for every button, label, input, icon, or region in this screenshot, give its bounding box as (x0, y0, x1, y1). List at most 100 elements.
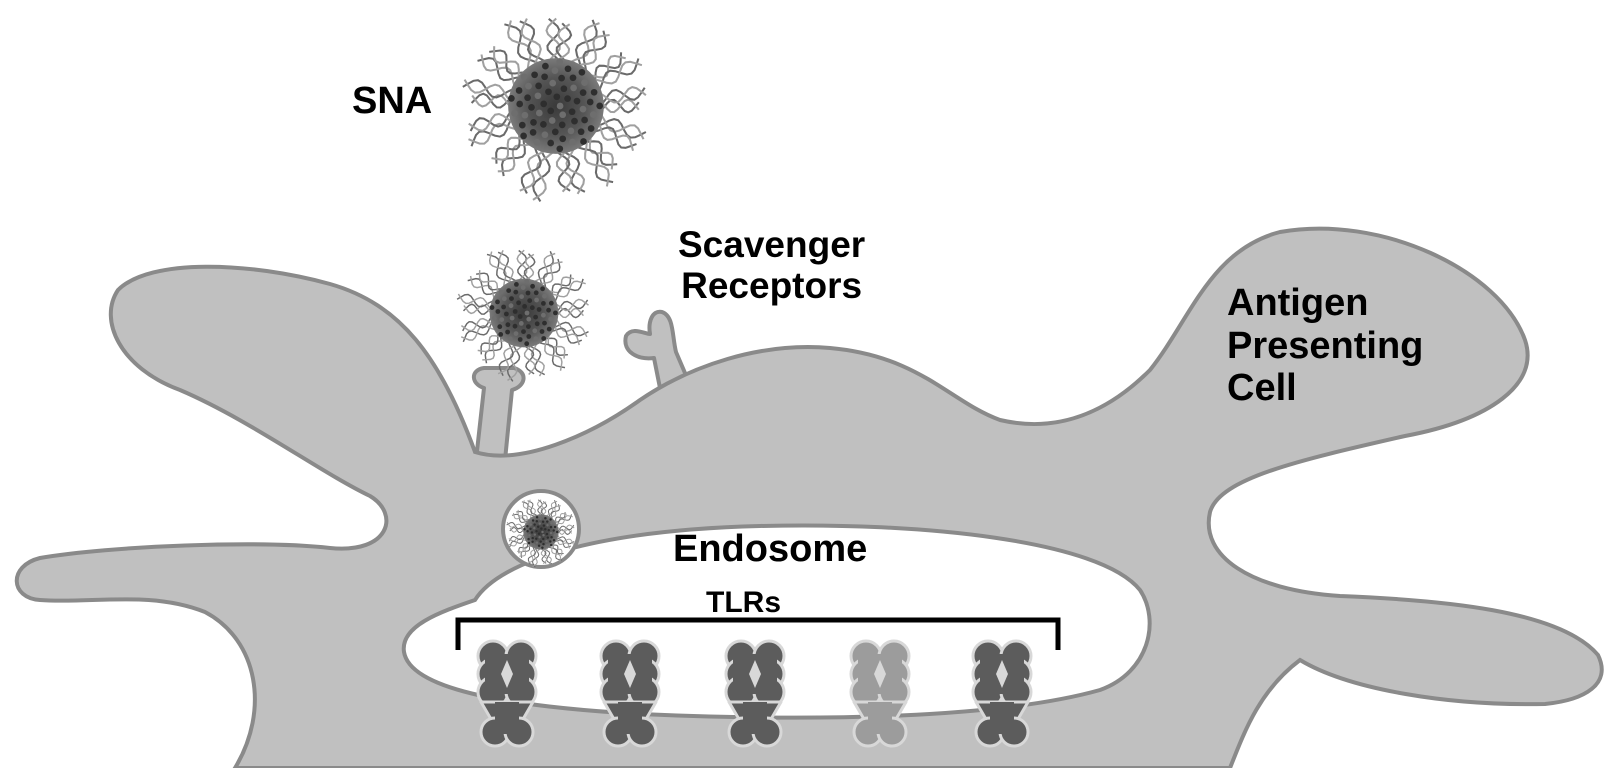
sna-core-texture (549, 525, 553, 529)
tlr-receptor-icon (849, 639, 911, 748)
tlrs-label: TLRs (706, 586, 781, 619)
sna-core-texture (541, 520, 545, 523)
sna-core-texture (535, 529, 538, 533)
sna-core-texture (525, 82, 532, 90)
sna-core-texture (538, 536, 541, 539)
antigen-presenting-cell-label: Antigen Presenting Cell (1227, 282, 1423, 410)
sna-core-texture (558, 121, 566, 129)
sna-core-texture (535, 541, 539, 544)
sna-core-texture (590, 88, 598, 96)
sna-core-texture (541, 514, 544, 517)
sna-core-texture (556, 145, 564, 153)
sna-core-texture (526, 529, 529, 533)
sna-core-texture (564, 65, 572, 73)
sna-core-texture (551, 128, 559, 136)
sna-nanoparticle-icon (456, 249, 589, 382)
sna-core-texture (527, 537, 530, 541)
sna-core-texture (501, 304, 506, 310)
sna-core-texture (508, 95, 515, 102)
sna-core-texture (539, 540, 542, 543)
sna-core-texture (559, 111, 567, 119)
sna-core-texture (505, 322, 511, 328)
sna-core-texture (564, 95, 571, 102)
tlr-receptors (476, 639, 1033, 748)
sna-core-texture (526, 324, 531, 329)
sna-core-texture (540, 100, 548, 108)
sna-core-texture (527, 541, 531, 545)
sna-core-texture (577, 128, 585, 136)
sna-core-texture (535, 519, 539, 523)
sna-core-texture (568, 108, 576, 116)
sna-core-texture (553, 525, 557, 529)
tlr-receptor-icon (599, 639, 661, 748)
sna-core-texture (545, 88, 552, 96)
sna-core-texture (526, 316, 532, 322)
sna-core-texture (521, 329, 526, 334)
sna-core-texture (548, 316, 554, 322)
sna-core-texture (499, 317, 505, 322)
sna-core-texture (560, 85, 568, 93)
sna-core-texture (548, 300, 554, 306)
sna-core-texture (546, 326, 552, 332)
sna-core-texture (542, 62, 549, 70)
sna-core-texture (586, 98, 594, 106)
sna-core-texture (519, 294, 524, 299)
sna-core-texture (495, 299, 500, 305)
sna-core-texture (533, 533, 537, 536)
sna-core-texture (529, 523, 533, 526)
sna-core-texture (513, 289, 519, 295)
apc-label-line3: Cell (1227, 367, 1297, 410)
sna-core-texture (542, 533, 545, 537)
sna-core-texture (567, 127, 575, 135)
sna-core-texture (544, 516, 547, 520)
apc-label-line2: Presenting (1227, 324, 1424, 367)
sna-core-texture (545, 539, 548, 543)
sna-core-texture (532, 544, 536, 547)
sna-core-texture (526, 525, 529, 528)
sna-core-texture (512, 309, 518, 314)
sna-core-texture (580, 138, 587, 145)
sna-core-texture (498, 332, 504, 337)
sna-core-texture (539, 517, 542, 521)
sna-core-texture (489, 305, 495, 310)
sna-core-texture (515, 87, 523, 94)
sna-core-texture (579, 89, 587, 96)
sna-core-texture (556, 58, 564, 66)
tlr-receptor-icon (971, 639, 1033, 748)
sna-core-texture (546, 520, 549, 523)
sna-core-texture (542, 320, 547, 326)
sna-core-texture (547, 107, 555, 115)
sna-core-texture (522, 304, 527, 309)
sna-core-texture (552, 539, 556, 542)
sna-core-texture (529, 129, 537, 136)
sna-core-texture (509, 315, 515, 321)
sna-core-texture (527, 519, 531, 523)
sna-core-texture (541, 73, 548, 81)
sna-core-texture (524, 341, 530, 347)
sna-core-texture (558, 74, 565, 82)
tlr-receptor-icon (724, 639, 786, 748)
sna-core-texture (587, 125, 595, 132)
sna-core-texture (491, 315, 497, 321)
apc-label-line1: Antigen (1227, 282, 1369, 324)
sna-core-texture (538, 522, 542, 525)
sna-core-texture (516, 300, 521, 306)
sna-core-texture (534, 321, 540, 327)
sna-core-texture (509, 296, 514, 301)
sna-core-texture (533, 138, 541, 146)
sna-core-texture (517, 314, 523, 319)
sna-core-texture (542, 293, 547, 299)
sna-core-texture (541, 530, 544, 534)
sna-core-texture (520, 285, 526, 290)
sna-core-texture (524, 310, 530, 316)
sna-core-texture (542, 524, 546, 527)
sna-core-texture (553, 310, 558, 316)
sna-core-texture (569, 74, 577, 82)
sna-core-texture (498, 289, 504, 295)
sna-label: SNA (352, 80, 433, 122)
sna-core-texture (540, 527, 543, 530)
sna-core-texture (547, 139, 555, 147)
sna-core-texture (533, 523, 536, 526)
sna-core-texture (549, 79, 557, 87)
